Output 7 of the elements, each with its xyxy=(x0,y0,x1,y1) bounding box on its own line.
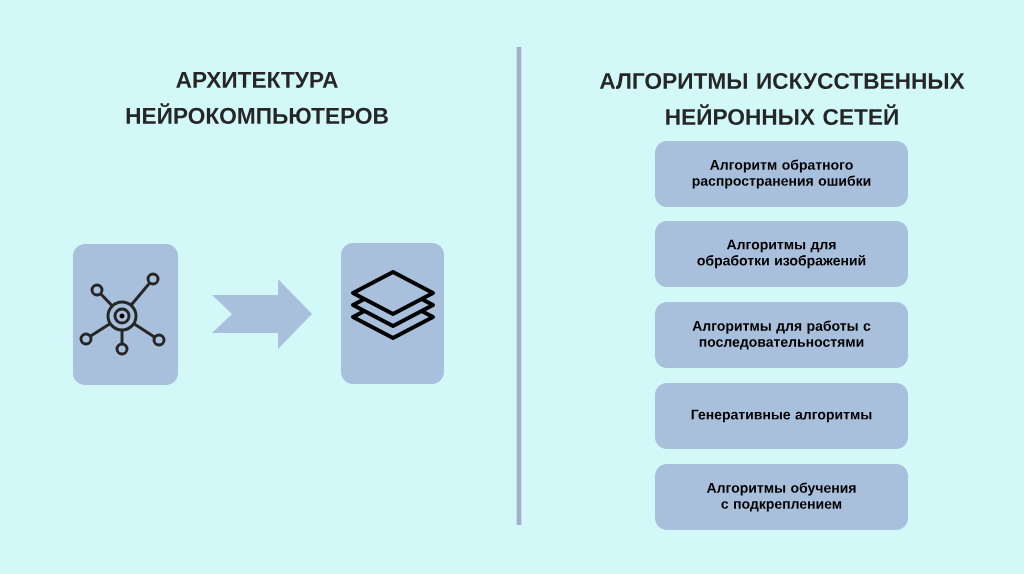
arrow xyxy=(212,279,312,349)
heading: АРХИТЕКТУРА НЕЙРОКОМПЬЮТЕРОВ xyxy=(126,72,388,124)
algorithm-box: Алгоритмы для обработки изображений xyxy=(654,221,909,287)
algorithm-box: Алгоритмы для работы с последовательностями xyxy=(654,302,909,368)
algorithm-box: Алгоритмы обучения с подкреплением xyxy=(654,464,909,530)
algorithm-box: Алгоритм обратного распространения ошибки xyxy=(654,141,909,207)
algorithm-box: Генеративные алгоритмы xyxy=(654,383,909,449)
